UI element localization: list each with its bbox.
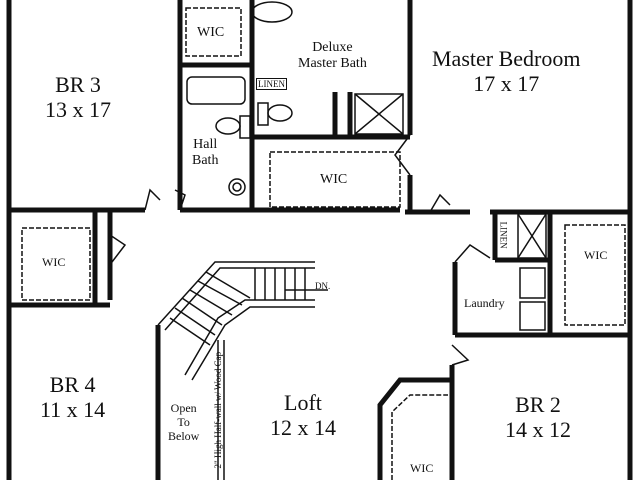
label-line: Hall [193, 137, 218, 152]
room-laundry: Laundry [464, 296, 505, 310]
label-line: To [177, 414, 190, 429]
linen-bath: LINEN [256, 78, 287, 91]
wic-br3: WIC [197, 25, 225, 40]
wic-br2: WIC [584, 248, 608, 262]
half-wall-note: 2" High Half-wall w/ Wood Cap [213, 351, 224, 469]
room-size: 12 x 14 [270, 415, 336, 441]
label-line: Open [170, 401, 197, 415]
room-br3: BR 3 13 x 17 [45, 72, 111, 123]
room-master-bath: Deluxe Master Bath [298, 40, 367, 72]
room-size: 13 x 17 [45, 97, 111, 123]
label-line: Deluxe [312, 40, 353, 55]
room-size: 11 x 14 [40, 397, 106, 423]
room-size: 14 x 12 [505, 417, 571, 443]
room-name: BR 2 [515, 392, 561, 417]
room-size: 17 x 17 [473, 71, 540, 97]
wic-br4: WIC [42, 255, 66, 269]
fixtures [21, 1, 626, 480]
room-loft: Loft 12 x 14 [270, 390, 336, 441]
label-line: Bath [192, 153, 219, 169]
open-to-below: Open To Below [168, 401, 200, 443]
label-line: Master Bath [298, 56, 367, 72]
walls [6, 0, 633, 480]
room-name: BR 3 [55, 72, 101, 97]
wic-master: WIC [320, 172, 348, 187]
label-line: Below [168, 428, 200, 443]
room-hall-bath: Hall Bath [192, 137, 218, 169]
stair-down-label: DN. [315, 281, 331, 291]
room-br4: BR 4 11 x 14 [40, 372, 105, 423]
room-name: Loft [284, 390, 322, 415]
linen-hall: LINEN [498, 221, 509, 249]
room-name: BR 4 [49, 372, 96, 397]
room-br2: BR 2 14 x 12 [505, 392, 571, 443]
room-master-bedroom: Master Bedroom 17 x 17 [432, 46, 580, 97]
wic-loft: WIC [410, 461, 434, 475]
room-name: Master Bedroom [432, 46, 581, 71]
